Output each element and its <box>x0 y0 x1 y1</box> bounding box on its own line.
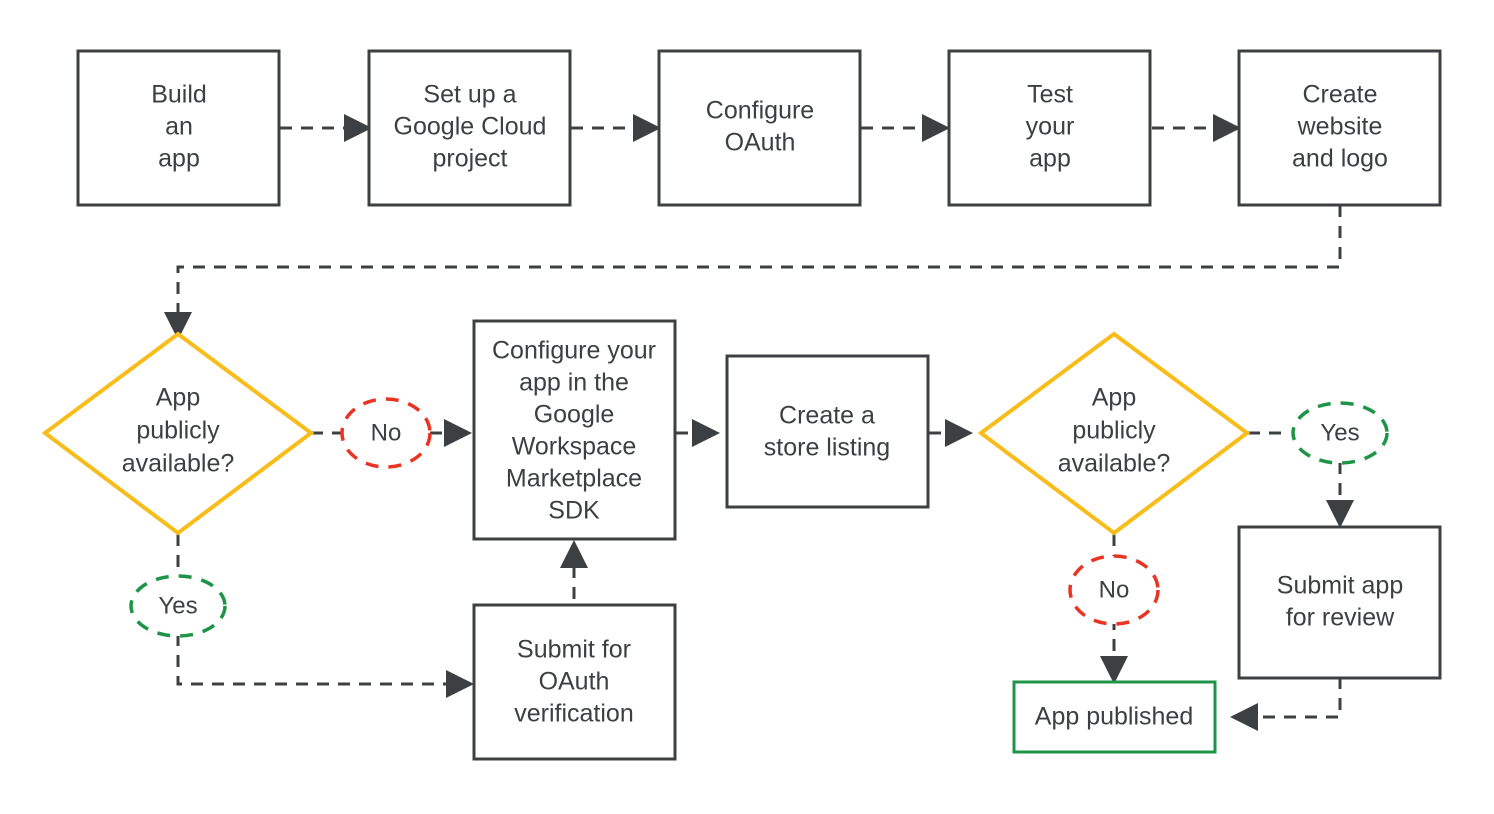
node-configure-sdk-line4: Workspace <box>512 433 637 461</box>
edge-label-right-no-pill <box>1068 554 1160 626</box>
node-submit-oauth-verification-line2: OAuth <box>539 668 610 696</box>
edge-label-right-yes: Yes <box>1291 401 1389 465</box>
edge-label-left-no-pill <box>340 397 432 469</box>
node-create-website-logo[interactable]: Create website and logo <box>1237 49 1442 207</box>
node-create-website-logo-box[interactable] <box>1237 49 1442 207</box>
node-submit-oauth-verification-line3: verification <box>514 700 634 728</box>
node-test-your-app-line1: Test <box>1027 81 1073 109</box>
edge-website-to-decision-left <box>164 205 1342 340</box>
edge-gcp-to-oauth <box>571 114 661 142</box>
node-app-published-box[interactable] <box>1012 680 1217 754</box>
node-build-an-app-box[interactable] <box>76 49 281 207</box>
edge-build-to-gcp <box>280 114 372 142</box>
edge-decision-left-yes <box>176 534 474 698</box>
node-setup-gcp-project-line3: project <box>432 145 507 173</box>
edge-store-listing-to-decision-right <box>929 419 973 447</box>
node-build-an-app-line3: app <box>158 145 200 173</box>
node-submit-oauth-verification-line1: Submit for <box>517 636 631 664</box>
edge-decision-right-yes <box>1248 431 1354 528</box>
edge-sdk-to-store-listing <box>676 419 720 447</box>
node-decision-public-right-diamond[interactable] <box>977 331 1251 536</box>
node-decision-public-right[interactable]: App publicly available? <box>977 331 1251 536</box>
node-configure-sdk-box[interactable] <box>472 319 677 541</box>
node-setup-gcp-project[interactable]: Set up a Google Cloud project <box>367 49 572 207</box>
node-setup-gcp-project-box[interactable] <box>367 49 572 207</box>
edge-label-right-yes-pill <box>1291 401 1389 465</box>
node-build-an-app[interactable]: Build an app <box>76 49 281 207</box>
node-create-website-logo-line3: and logo <box>1292 145 1388 173</box>
node-create-website-logo-line2: website <box>1297 113 1383 141</box>
node-build-an-app-line1: Build <box>151 81 207 109</box>
node-app-published[interactable]: App published <box>1012 680 1217 754</box>
node-setup-gcp-project-line2: Google Cloud <box>394 113 547 141</box>
node-build-an-app-line2: an <box>165 113 193 141</box>
edge-label-right-no: No <box>1068 554 1160 626</box>
node-decision-public-left-diamond[interactable] <box>41 331 315 536</box>
node-configure-sdk-line6: SDK <box>548 497 600 525</box>
node-configure-sdk[interactable]: Configure your app in the Google Workspa… <box>472 319 677 541</box>
node-create-website-logo-line1: Create <box>1302 81 1377 109</box>
edge-label-right-no-text: No <box>1099 576 1130 603</box>
edge-decision-left-no <box>311 419 472 447</box>
node-decision-public-right-line1: App <box>1092 384 1136 412</box>
node-submit-app-review-line1: Submit app <box>1277 572 1403 600</box>
node-decision-public-left-line1: App <box>156 384 200 412</box>
edge-label-left-no-text: No <box>371 419 402 446</box>
node-create-store-listing-line2: store listing <box>764 434 890 462</box>
node-submit-app-review-line2: for review <box>1286 604 1395 632</box>
node-configure-sdk-line3: Google <box>534 401 615 429</box>
edge-oauth-to-test <box>861 114 950 142</box>
node-test-your-app-line3: app <box>1029 145 1071 173</box>
node-configure-sdk-line5: Marketplace <box>506 465 642 493</box>
node-decision-public-right-line3: available? <box>1058 450 1171 478</box>
edge-test-to-website <box>1152 114 1241 142</box>
edge-label-right-yes-text: Yes <box>1320 419 1359 446</box>
node-test-your-app[interactable]: Test your app <box>947 49 1152 207</box>
node-decision-public-left[interactable]: App publicly available? <box>41 331 315 536</box>
node-configure-oauth-line2: OAuth <box>725 129 796 157</box>
node-submit-app-review[interactable]: Submit app for review <box>1237 525 1442 680</box>
edge-label-left-yes-pill <box>129 574 227 638</box>
node-configure-oauth[interactable]: Configure OAuth <box>657 49 862 207</box>
node-submit-app-review-box[interactable] <box>1237 525 1442 680</box>
node-submit-oauth-verification[interactable]: Submit for OAuth verification <box>472 603 677 761</box>
node-create-store-listing-line1: Create a <box>779 402 875 430</box>
node-test-your-app-box[interactable] <box>947 49 1152 207</box>
node-configure-oauth-box[interactable] <box>657 49 862 207</box>
node-create-store-listing[interactable]: Create a store listing <box>725 354 930 509</box>
node-decision-public-right-line2: publicly <box>1072 417 1156 445</box>
node-create-store-listing-box[interactable] <box>725 354 930 509</box>
edge-label-left-yes: Yes <box>129 574 227 638</box>
node-decision-public-left-line3: available? <box>122 450 235 478</box>
edge-label-left-no: No <box>340 397 432 469</box>
edge-submit-review-to-published <box>1230 677 1342 731</box>
node-test-your-app-line2: your <box>1026 113 1075 141</box>
node-setup-gcp-project-line1: Set up a <box>423 81 516 109</box>
node-configure-oauth-line1: Configure <box>706 97 814 125</box>
node-configure-sdk-line1: Configure your <box>492 337 656 365</box>
node-configure-sdk-line2: app in the <box>519 369 629 397</box>
node-decision-public-left-line2: publicly <box>136 417 220 445</box>
node-submit-oauth-verification-box[interactable] <box>472 603 677 761</box>
node-app-published-line1: App published <box>1035 703 1193 731</box>
edge-label-left-yes-text: Yes <box>158 592 197 619</box>
